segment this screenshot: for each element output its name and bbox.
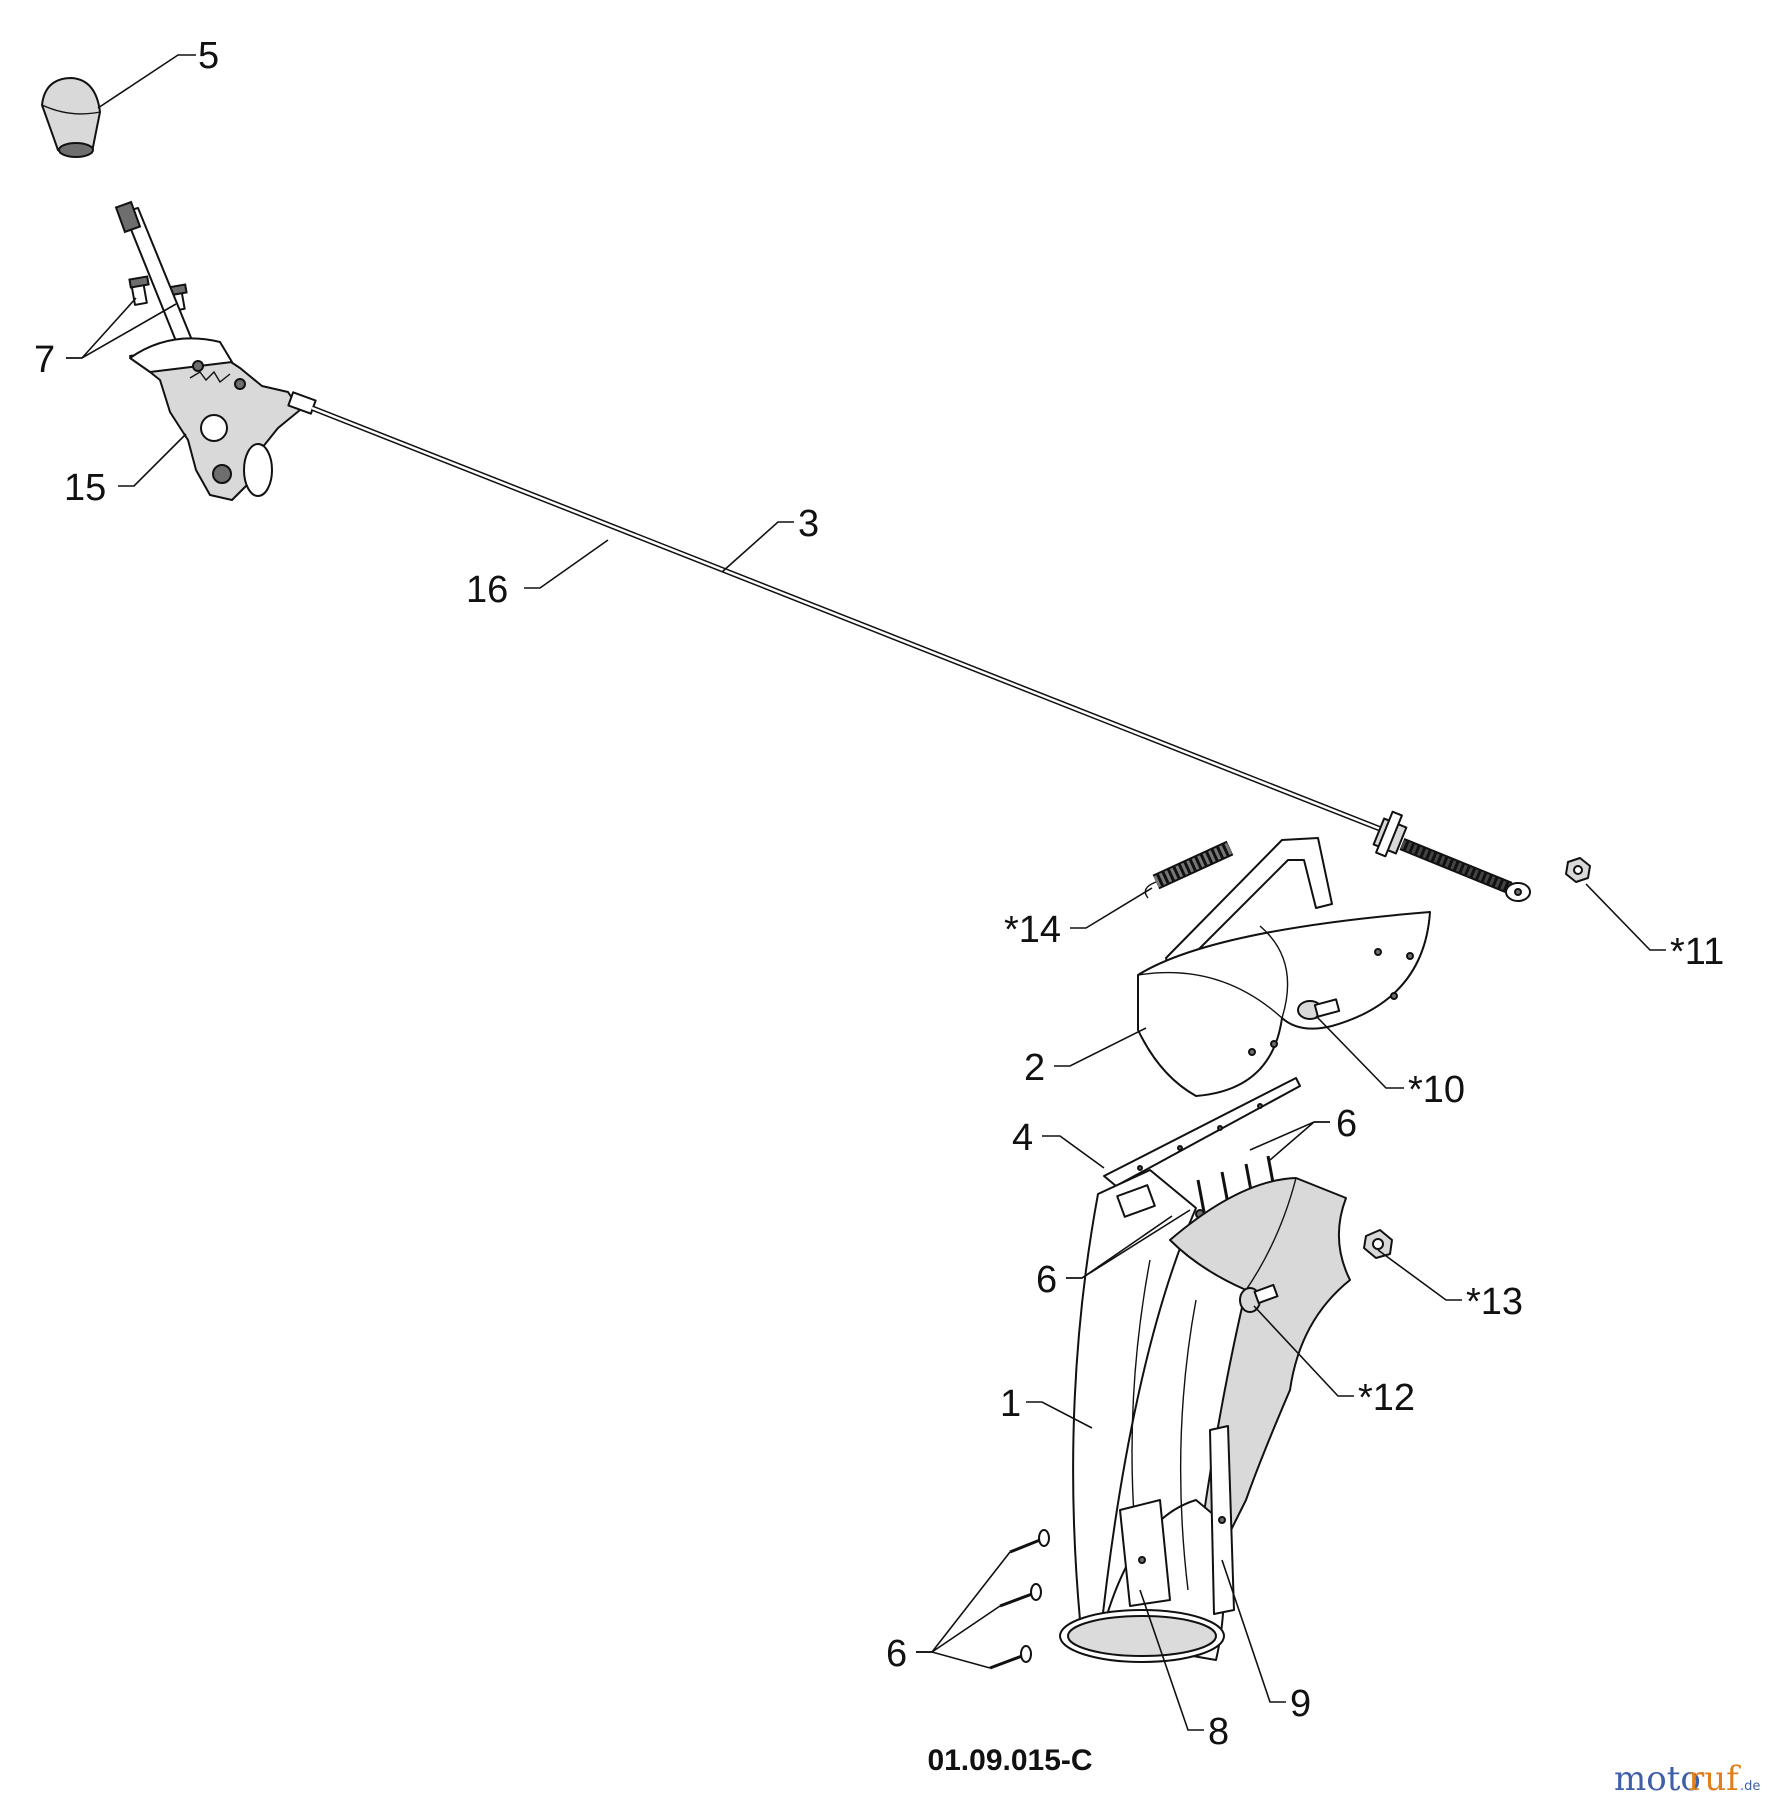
callout-4: 4	[1012, 1117, 1033, 1159]
callout-3: 3	[798, 503, 819, 545]
callout-14: *14	[1004, 909, 1061, 951]
part-10-bolt	[1297, 998, 1341, 1020]
callout-1: 1	[1000, 1383, 1021, 1425]
callout-11: *11	[1670, 931, 1724, 973]
part-6-rivets-bottom	[989, 1529, 1050, 1670]
part-9-plate	[1209, 1425, 1235, 1615]
callout-13: *13	[1466, 1281, 1523, 1323]
part-4-strip	[1103, 1077, 1301, 1187]
watermark-suffix: .de	[1740, 1779, 1760, 1794]
callout-12: *12	[1358, 1377, 1415, 1419]
callout-8: 8	[1208, 1711, 1229, 1753]
watermark-part2: ruf	[1688, 1759, 1741, 1799]
callout-labels: 5 7 15 16 3 *14 *11 2 *10 4 6 6 *13 1 *1…	[34, 35, 1724, 1753]
part-3-cable	[310, 405, 1531, 902]
part-8-plate	[1119, 1499, 1171, 1607]
leader-lines	[66, 54, 1666, 1731]
part-5-knob	[41, 77, 101, 158]
callout-9: 9	[1290, 1683, 1311, 1725]
watermark-part1: moto	[1614, 1759, 1701, 1799]
callout-10: *10	[1408, 1069, 1465, 1111]
callout-15: 15	[64, 467, 106, 509]
part-1-chute	[1059, 1169, 1351, 1663]
part-13-nut	[1363, 1229, 1393, 1259]
callout-6-top-left: 6	[1036, 1259, 1057, 1301]
part-14-spring	[1144, 840, 1234, 899]
callout-2: 2	[1024, 1047, 1045, 1089]
part-11-nut	[1565, 857, 1591, 883]
watermark-logo: moto ruf .de	[1614, 1759, 1760, 1799]
callout-7: 7	[34, 339, 55, 381]
callout-6-bottom: 6	[886, 1633, 907, 1675]
drawing-code: 01.09.015-C	[927, 1744, 1092, 1777]
part-15-shift-bracket	[129, 337, 317, 501]
part-2-deflector	[1137, 837, 1431, 1097]
callout-16: 16	[466, 569, 508, 611]
callout-6-top-right: 6	[1336, 1103, 1357, 1145]
shift-lever-rod	[114, 200, 197, 357]
callout-5: 5	[198, 35, 219, 77]
